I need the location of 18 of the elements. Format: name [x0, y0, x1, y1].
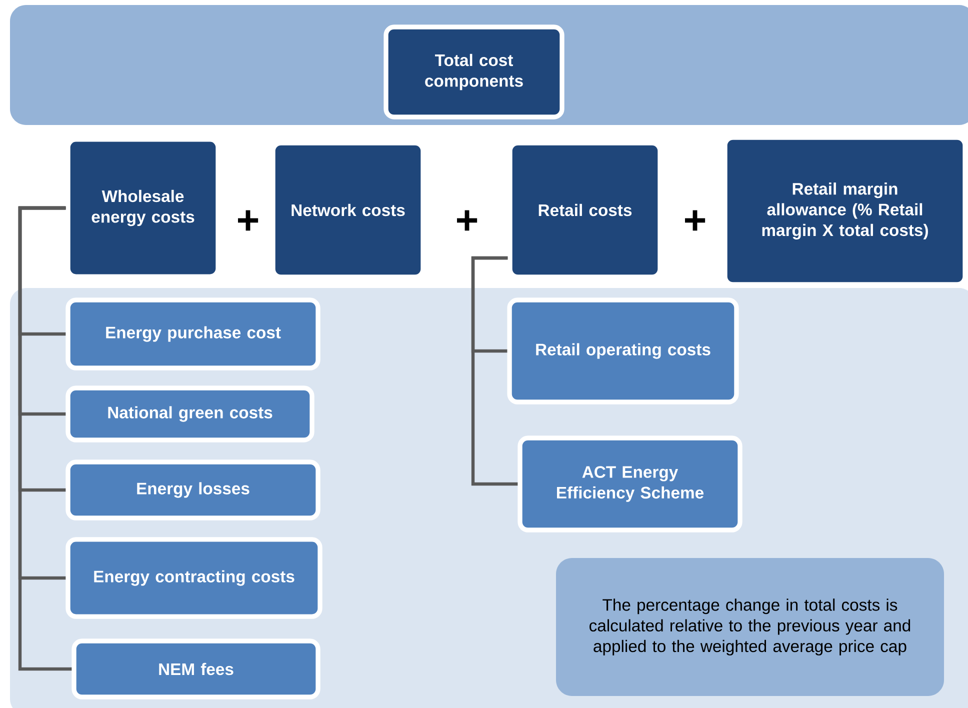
bracket-line [18, 206, 72, 671]
plus-sign: + [238, 210, 258, 231]
cost-box: Retail costs [508, 140, 662, 280]
cost-item-box: Energy losses [66, 460, 320, 520]
note-box: The percentage change in total costs is calculated relative to the previous year and applied to the weighted average price cap [556, 558, 944, 696]
cost-item-box: Energy contracting costs [66, 537, 322, 619]
cost-box: Wholesale energy costs [66, 137, 220, 279]
cost-item-box: National green costs [66, 386, 314, 442]
bracket-line [471, 256, 518, 486]
plus-sign: + [685, 210, 706, 231]
cost-item-box: NEM fees [72, 638, 320, 700]
cost-box: Retail margin allowance (% Retail margin X total costs) [722, 135, 968, 287]
cost-box: Network costs [270, 140, 426, 280]
cost-item-box: Energy purchase cost [66, 298, 320, 370]
plus-sign: + [457, 210, 478, 231]
cost-item-box: ACT Energy Efficiency Scheme [518, 436, 742, 532]
cost-item-box: Retail operating costs [507, 298, 739, 404]
cost-box: Total cost components [384, 24, 564, 120]
